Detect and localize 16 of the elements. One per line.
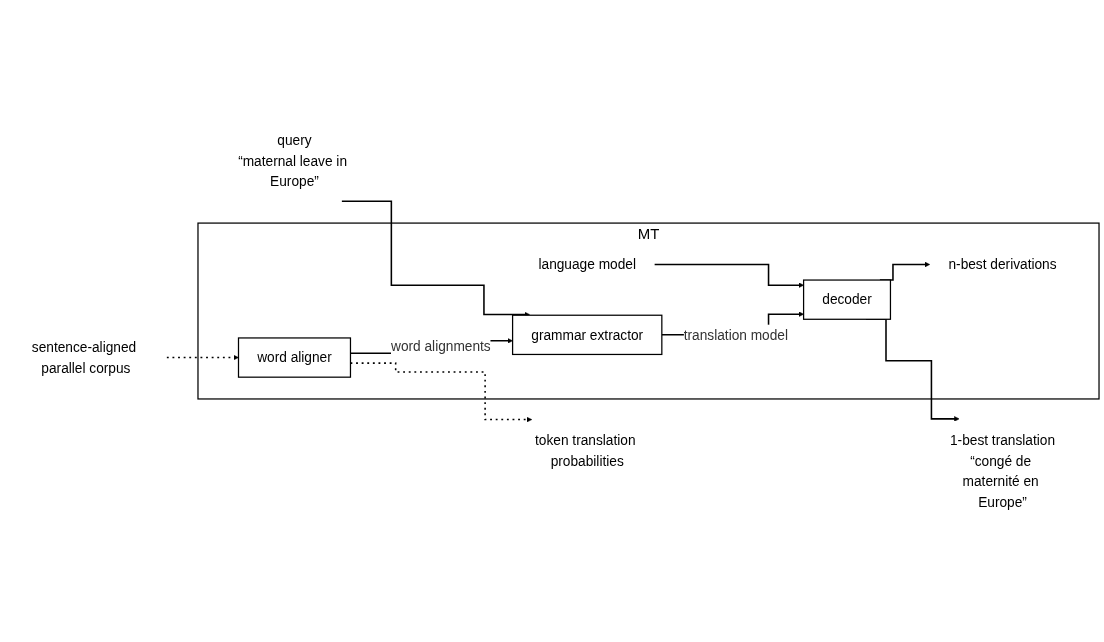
edge-label: word alignments (390, 338, 491, 354)
node-box: grammar extractor (511, 314, 663, 355)
node-box: word aligner (237, 337, 352, 378)
node-label: “maternal leave in Europe” (238, 153, 348, 190)
node-text: 1-best translation (949, 432, 1056, 448)
arrow (653, 263, 804, 288)
arrow (341, 200, 530, 317)
arrow (166, 354, 239, 360)
node-text: query (277, 132, 312, 149)
edge-label: translation model (683, 326, 789, 343)
node-box: decoder (802, 279, 892, 320)
node-text: sentence-aligned parallel corpus (31, 339, 137, 376)
node-text: token translation probabilities (535, 432, 636, 469)
node-label: “congé de maternité en Europe” (962, 452, 1039, 510)
node-text: language model (538, 256, 636, 272)
node-text: n-best derivations (948, 256, 1057, 272)
